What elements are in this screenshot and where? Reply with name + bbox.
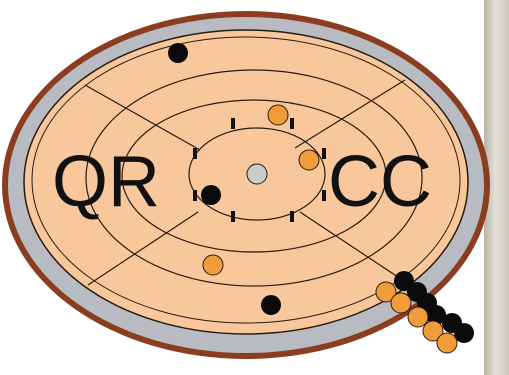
orange-piece (391, 293, 411, 313)
logo-text-left: QR (52, 142, 160, 222)
black-piece (261, 295, 281, 315)
black-piece (201, 185, 221, 205)
logo-text-right: CC (328, 142, 432, 222)
orange-piece (299, 150, 319, 170)
orange-piece (268, 105, 288, 125)
orange-piece (437, 333, 457, 353)
center-piece (247, 164, 267, 184)
orange-piece (203, 255, 223, 275)
orange-piece (408, 307, 428, 327)
black-piece (168, 43, 188, 63)
